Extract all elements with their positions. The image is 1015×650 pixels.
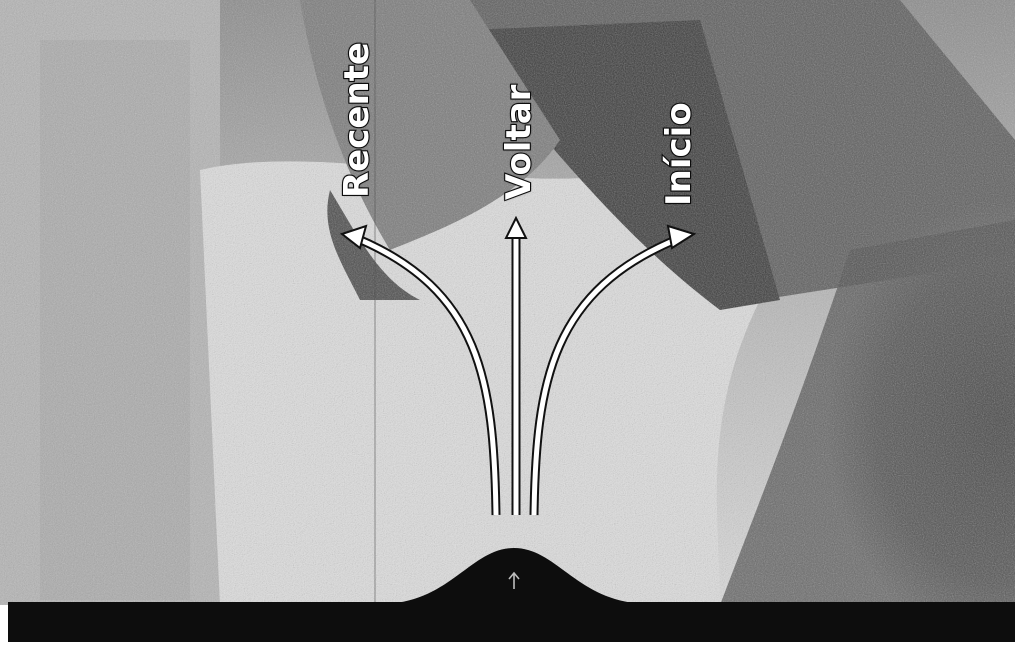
home-label: Início xyxy=(662,102,696,206)
back-label: Voltar xyxy=(502,85,536,200)
navigation-bar xyxy=(8,602,1015,642)
up-arrow-icon xyxy=(507,571,521,591)
recent-label: Recente xyxy=(340,42,374,198)
